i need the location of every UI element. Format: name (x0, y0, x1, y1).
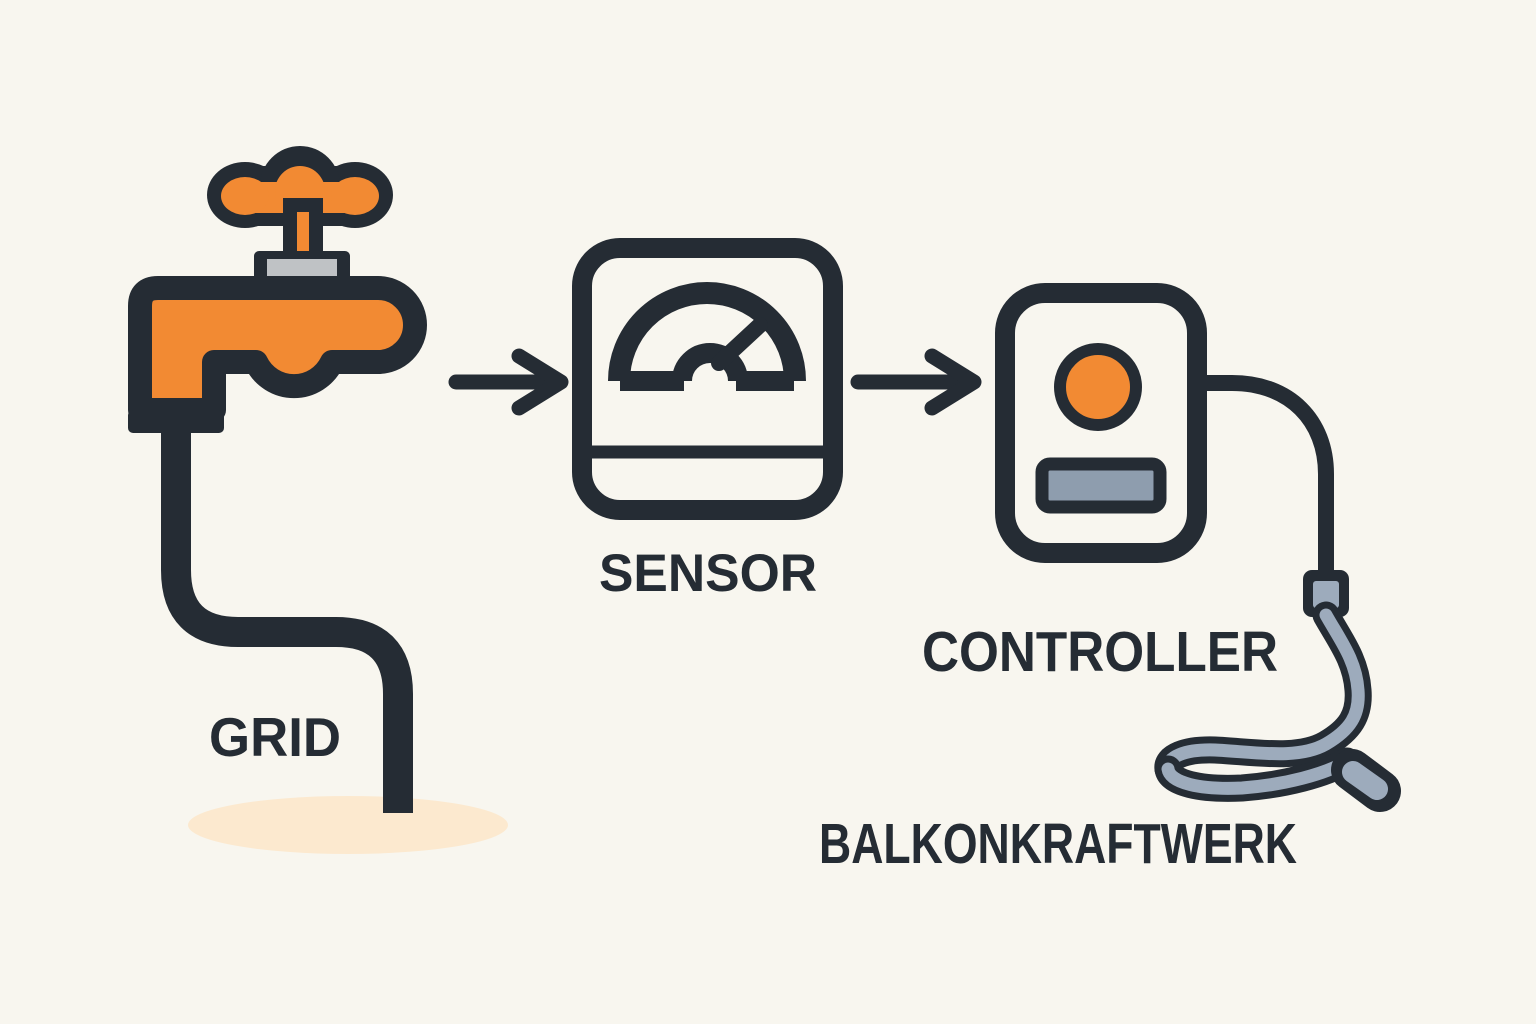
meter-gauge-icon (572, 238, 843, 520)
faucet-stem (283, 198, 323, 267)
grid-pipe (161, 428, 413, 813)
balkonkraftwerk-label: BALKONKRAFTWERK (819, 812, 1297, 876)
controller-wire (1197, 375, 1334, 574)
arrow-sensor-to-controller (850, 348, 982, 416)
controller-indicator (1054, 343, 1142, 431)
arrow-head (924, 348, 982, 416)
controller-device-icon (995, 283, 1207, 563)
controller-node: CONTROLLER (922, 283, 1334, 684)
plug-tip (1342, 761, 1388, 800)
faucet-flange (128, 410, 224, 433)
arrow-head (511, 348, 569, 416)
power-cable-plug-icon (1154, 570, 1401, 812)
gauge-needle (711, 317, 768, 371)
gauge-arc (608, 282, 806, 382)
ground-shadow (188, 796, 508, 854)
cable-segment-core (1161, 608, 1365, 776)
grid-node: GRID (128, 146, 508, 854)
faucet-collar (267, 259, 337, 276)
balkonkraftwerk-node: BALKONKRAFTWERK (819, 570, 1401, 876)
cable-connector (1313, 581, 1339, 608)
controller-screen (1035, 457, 1167, 514)
arrow-grid-to-sensor (448, 348, 569, 416)
sensor-label: SENSOR (599, 544, 817, 603)
controller-label: CONTROLLER (922, 620, 1278, 684)
faucet-body (128, 276, 427, 422)
faucet-icon (128, 146, 427, 433)
sensor-node: SENSOR (572, 238, 843, 603)
grid-label: GRID (209, 706, 341, 768)
gauge-pivot-bump (672, 343, 748, 382)
